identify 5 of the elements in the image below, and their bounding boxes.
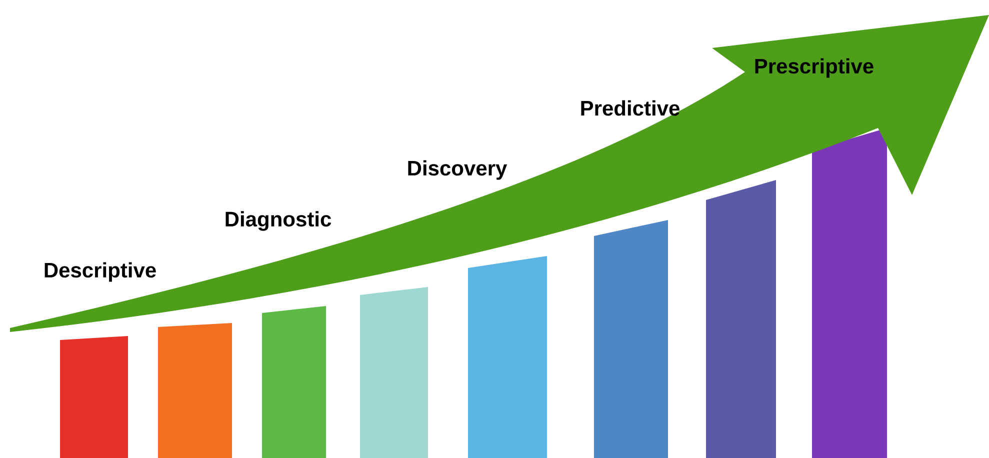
stage-label: Prescriptive [755,58,874,78]
stage-label: Diagnostic [226,211,332,231]
stage-label: Descriptive [44,262,156,282]
stage-label: Predictive [581,100,680,116]
stage-label: Discovery [408,160,508,180]
